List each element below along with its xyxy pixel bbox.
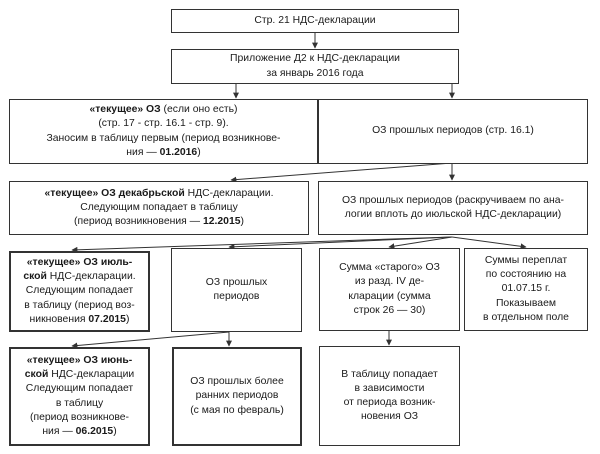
box-appendix-d2: Приложение Д2 к НДС-декларации за январь …: [171, 49, 459, 84]
text-line: Стр. 21 НДС-декларации: [254, 14, 376, 26]
box-old-oz-sum: Сумма «старого» ОЗ из разд. IV де-клараци…: [319, 248, 460, 331]
text-line: ской НДС-декларации: [24, 369, 135, 381]
text-line: В таблицу попадает: [341, 368, 438, 380]
text-line: ОЗ прошлых периодов (раскручиваем по ана…: [341, 194, 565, 206]
text-line: логии вплоть до июльской НДС-декларации): [344, 209, 562, 220]
box-past-periods-unwind-text: ОЗ прошлых периодов (раскручиваем по ана…: [342, 194, 564, 222]
text-line: «текущее» ОЗ июль-: [26, 257, 133, 269]
box-earlier-periods: ОЗ прошлых более ранних периодов (с мая по…: [172, 347, 302, 446]
box-past-periods-unwind: ОЗ прошлых периодов (раскручиваем по ана…: [318, 181, 588, 235]
text-line: (стр. 17 - стр. 16.1 - стр. 9).: [98, 118, 229, 130]
box-july-oz: «текущее» ОЗ июль-ской НДС-декларации. Сл…: [9, 251, 150, 332]
text-line: Показываем: [495, 297, 556, 309]
text-line: Суммы переплат: [484, 255, 568, 267]
text-line: ОЗ прошлых периодов (стр. 16.1): [372, 125, 534, 137]
box-past-periods-2: ОЗ прошлых периодов: [171, 248, 302, 332]
text-line: новения ОЗ: [360, 411, 419, 423]
text-line: (период возникнове-: [29, 411, 130, 423]
arrow-b4-b5: [230, 162, 453, 183]
arrow-b6-b8: [228, 236, 453, 250]
text-line: ОЗ прошлых: [205, 276, 268, 288]
text-line: ранних периодов: [195, 390, 279, 402]
box-july-oz-text: «текущее» ОЗ июль-ской НДС-декларации. Сл…: [23, 256, 135, 327]
box-past-periods-2-text: ОЗ прошлых периодов: [206, 276, 268, 304]
box-appendix-d2-text: Приложение Д2 к НДС-декларации за январь …: [230, 52, 400, 80]
box-overpayments: Суммы переплат по состоянию на 01.07.15 г.…: [464, 248, 588, 331]
box-old-oz-sum-text: Сумма «старого» ОЗ из разд. IV де-клараци…: [339, 261, 440, 318]
text-line: в зависимости: [354, 382, 425, 394]
text-line: от периода возник-: [343, 397, 436, 408]
box-past-periods-text: ОЗ прошлых периодов (стр. 16.1): [372, 124, 534, 138]
text-line: Заносим в таблицу первым (период возникн…: [46, 132, 281, 144]
text-line: Следующим попадает в таблицу: [80, 201, 238, 213]
text-line: (период возникновения — 12.2015): [74, 216, 244, 228]
box-current-oz: «текущее» ОЗ (если оно есть) (стр. 17 - с…: [9, 99, 318, 164]
text-line: по состоянию на: [485, 269, 567, 281]
text-line: в отдельном поле: [483, 311, 569, 323]
arrow-b6-b9: [388, 236, 453, 250]
text-line: строк 26 — 30): [353, 304, 426, 316]
text-line: 01.07.15 г.: [501, 283, 551, 295]
arrow-b6-b10: [451, 236, 527, 250]
text-line: кларации (сумма: [348, 290, 431, 302]
text-line: ния — 06.2015): [42, 425, 117, 437]
text-line: ОЗ прошлых более: [190, 376, 284, 388]
text-line: из разд. IV де-: [354, 276, 425, 288]
box-table-entry: В таблицу попадает в зависимости от период…: [319, 346, 460, 446]
text-line: Следующим попадает: [25, 383, 134, 395]
box-past-periods: ОЗ прошлых периодов (стр. 16.1): [318, 99, 588, 164]
box-current-oz-text: «текущее» ОЗ (если оно есть) (стр. 17 - с…: [46, 103, 280, 160]
text-line: в таблицу: [55, 397, 104, 409]
text-line: «текущее» ОЗ (если оно есть): [89, 104, 238, 116]
text-line: Следующим попадает: [25, 285, 134, 297]
box-overpayments-text: Суммы переплат по состоянию на 01.07.15 г.…: [483, 254, 569, 325]
box-earlier-periods-text: ОЗ прошлых более ранних периодов (с мая по…: [190, 375, 284, 417]
text-line: «текущее» ОЗ декабрьской НДС-декларации.: [44, 187, 274, 199]
text-line: в таблицу (период воз-: [24, 299, 135, 311]
text-line: «текущее» ОЗ июнь-: [26, 355, 133, 367]
text-line: за январь 2016 года: [266, 67, 364, 79]
box-page21: Стр. 21 НДС-декларации: [171, 9, 459, 33]
box-table-entry-text: В таблицу попадает в зависимости от период…: [341, 368, 437, 425]
text-line: ния — 01.2016): [126, 146, 201, 158]
arrow-b8-b11: [71, 331, 230, 349]
text-line: Сумма «старого» ОЗ: [339, 262, 440, 274]
box-december-oz-text: «текущее» ОЗ декабрьской НДС-декларации.…: [45, 187, 274, 229]
text-line: (с мая по февраль): [190, 404, 284, 416]
text-line: никновения 07.2015): [29, 313, 130, 325]
text-line: ской НДС-декларации.: [23, 271, 136, 283]
box-page21-text: Стр. 21 НДС-декларации: [254, 14, 375, 28]
text-line: периодов: [213, 291, 260, 302]
box-december-oz: «текущее» ОЗ декабрьской НДС-декларации.…: [9, 181, 309, 235]
arrow-b6-b7: [71, 236, 453, 253]
text-line: Приложение Д2 к НДС-декларации: [230, 53, 400, 65]
